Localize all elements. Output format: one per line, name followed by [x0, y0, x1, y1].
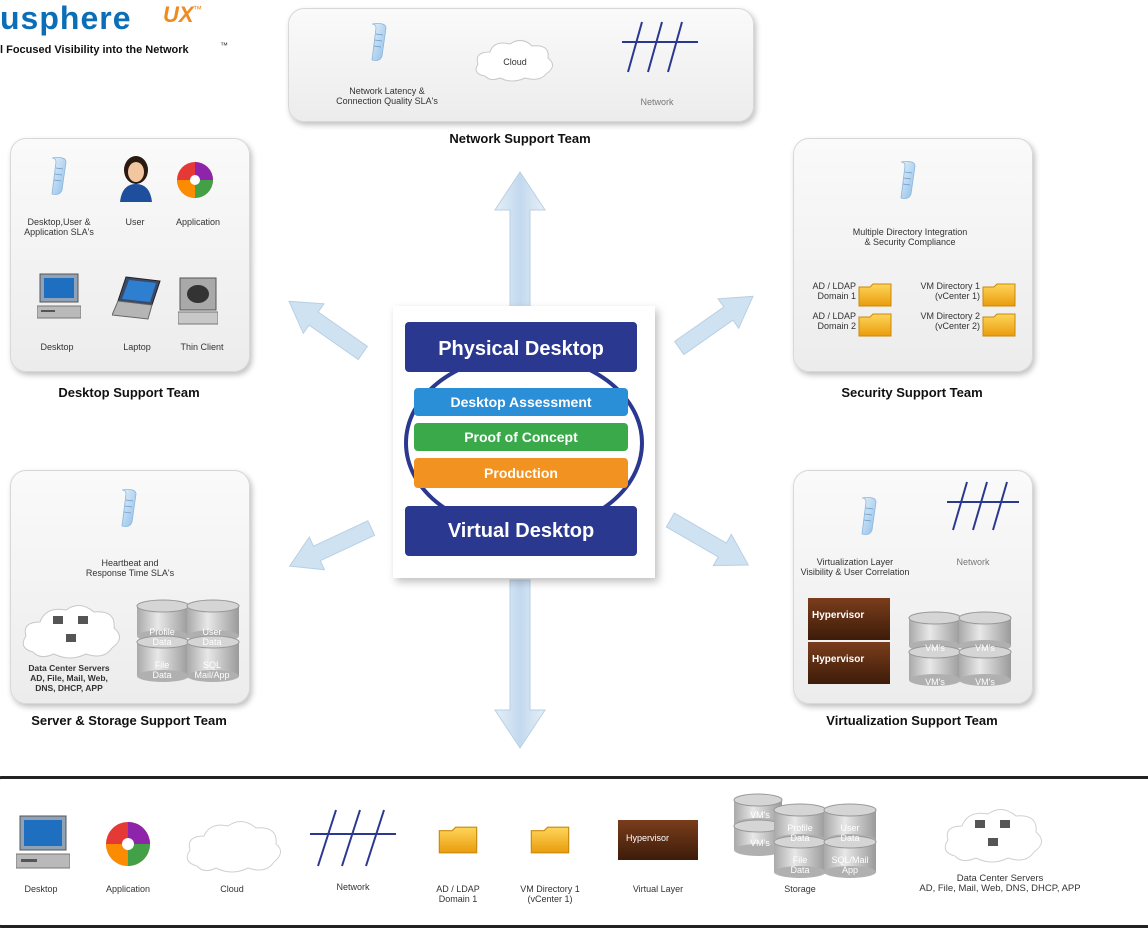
server-cloud-icon [22, 605, 120, 659]
legend-network-label: Network [336, 882, 370, 892]
arrow-upper-left [288, 300, 369, 361]
legend-storage-label: Storage [784, 884, 816, 894]
vm-label: VM's [925, 677, 945, 687]
legend-vm-cyl-label: VM's [750, 810, 770, 820]
legend-storage-icon [733, 793, 877, 878]
cloud-label: Cloud [503, 57, 527, 67]
brand-tm: ™ [193, 4, 202, 14]
thin-client-icon [178, 277, 218, 325]
folder-icon [858, 283, 892, 307]
legend-folder-icon [438, 826, 478, 854]
desktop-sla-label: Desktop,User &Application SLA's [24, 217, 94, 237]
legend-application-icon [106, 822, 150, 866]
physical-desktop-bar: Physical Desktop [405, 322, 637, 372]
vm-dir1-label: VM Directory 1(vCenter 1) [920, 281, 980, 301]
sla-doc-icon [121, 489, 137, 527]
sla-doc-icon [861, 497, 877, 535]
legend-desktop-label: Desktop [24, 884, 58, 894]
desktop-assessment-bar: Desktop Assessment [414, 388, 628, 416]
vm-label: VM's [925, 643, 945, 653]
application-label: Application [175, 217, 221, 227]
desktop-team-title: Desktop Support Team [58, 385, 200, 400]
legend-folder-icon [530, 826, 570, 854]
vm-cylinders-icon [908, 611, 1012, 686]
desktop-label: Desktop [40, 342, 74, 352]
arrow-lower-right [665, 512, 750, 567]
brand-tagline: l Focused Visibility into the Network [0, 44, 189, 56]
brand-name: usphere [0, 0, 132, 36]
arrow-up [494, 171, 546, 321]
arrow-down [494, 579, 546, 749]
laptop-icon [112, 276, 161, 320]
storage-cylinders-icon [136, 599, 240, 682]
virtual-desktop-bar: Virtual Desktop [405, 506, 637, 556]
legend-vm-cyl-label: VM's [750, 838, 770, 848]
legend-cloud-label: Cloud [220, 884, 244, 894]
thin-client-label: Thin Client [180, 342, 224, 352]
legend-hypervisor-icon: Hypervisor [618, 820, 698, 860]
sla-doc-icon [371, 23, 387, 61]
server-team-title: Server & Storage Support Team [31, 713, 227, 728]
vm-label: VM's [975, 677, 995, 687]
legend-network-icon [310, 809, 396, 867]
folder-icon [982, 283, 1016, 307]
production-bar: Production [414, 458, 628, 488]
legend-vm-label: VM Directory 1(vCenter 1) [520, 884, 580, 904]
arrow-upper-right [673, 295, 754, 356]
security-team-title: Security Support Team [841, 385, 983, 400]
laptop-label: Laptop [123, 342, 151, 352]
vm-label: VM's [975, 643, 995, 653]
legend-virtual-layer-label: Virtual Layer [632, 884, 684, 894]
proof-of-concept-bar: Proof of Concept [414, 423, 628, 451]
hypervisor-block-2: Hypervisor [808, 642, 890, 684]
user-icon [120, 156, 152, 202]
virt-network-label: Network [956, 557, 990, 567]
virt-team-title: Virtualization Support Team [826, 713, 998, 728]
network-team-title: Network Support Team [449, 131, 591, 146]
tagline-tm: ™ [220, 41, 228, 50]
network-icon [947, 481, 1019, 531]
sla-doc-icon [900, 161, 916, 199]
cloud-icon [475, 40, 553, 82]
hypervisor-block-1: Hypervisor [808, 598, 890, 640]
sla-doc-icon [51, 157, 67, 195]
security-desc-label: Multiple Directory Integration& Security… [852, 227, 968, 247]
folder-icon [982, 313, 1016, 337]
desktop-icon [37, 273, 81, 319]
brand-suffix: UX [163, 2, 194, 27]
network-sla-label: Network Latency &Connection Quality SLA'… [336, 86, 438, 106]
vm-dir2-label: VM Directory 2(vCenter 2) [920, 311, 980, 331]
legend-server-cloud-icon [944, 809, 1042, 863]
network-icon [622, 21, 698, 73]
user-label: User [125, 217, 145, 227]
folder-icon [858, 313, 892, 337]
network-label: Network [640, 97, 674, 107]
legend-application-label: Application [105, 884, 151, 894]
arrow-lower-left [288, 520, 376, 571]
application-icon [177, 162, 213, 198]
legend-desktop-icon [16, 815, 70, 869]
legend-cloud-icon [186, 821, 281, 873]
brand-logo: usphere UX ™ l Focused Visibility into t… [0, 0, 250, 62]
